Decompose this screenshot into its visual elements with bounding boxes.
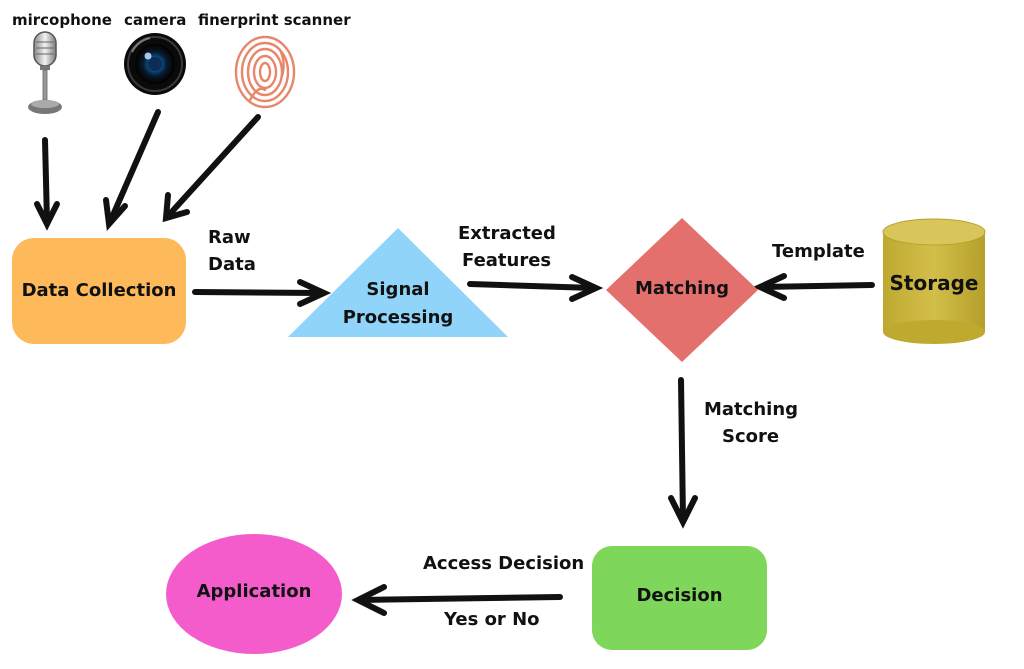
arrow-raw-head [297,279,332,307]
matching-score-label-line1: Matching [704,399,799,420]
arrow-decision-to-application [357,594,563,603]
yes-or-no-label: Yes or No [444,609,540,630]
arrow-mic-head [34,201,60,231]
extracted-features-label-line1: Extracted [458,223,556,244]
camera-label: camera [124,11,187,29]
fingerprint-label: finerprint scanner [198,11,351,29]
signal-processing-node [288,228,508,337]
arrow-features-head [569,274,604,302]
fingerprint-icon [234,35,296,109]
extracted-features-label-line2: Features [462,250,552,271]
application-label: Application [196,581,312,603]
signal-processing-label-line1: Signal [366,279,430,301]
arrow-matching-to-decision [678,377,686,523]
application-node [166,534,342,654]
arrow-storage-to-matching [759,282,875,290]
template-label: Template [772,241,865,262]
arrow-access-head [351,584,387,616]
matching-node [606,218,758,362]
matching-label: Matching [634,278,730,300]
arrow-fingerprint-head [162,192,190,223]
raw-data-label-line1: Raw [208,227,251,248]
storage-node [882,218,986,344]
arrow-score-head [668,495,698,529]
storage-label: Storage [889,271,979,295]
signal-processing-label-line2: Processing [342,307,454,329]
microphone-icon [28,31,62,114]
access-decision-label: Access Decision [423,553,585,574]
microphone-label: mircophone [12,11,112,29]
arrow-collection-to-processing [192,289,325,296]
arrow-mic-to-collection [42,137,50,225]
arrow-fingerprint-to-collection [165,114,261,219]
arrow-camera-head [103,197,128,231]
data-collection-node [12,238,186,344]
arrow-camera-to-collection [107,109,161,225]
data-collection-label: Data Collection [21,280,177,302]
matching-score-label-line2: Score [722,426,780,447]
raw-data-label-line2: Data [208,254,256,275]
arrow-template-head [752,273,787,301]
decision-node [592,546,767,650]
arrow-processing-to-matching [467,281,597,291]
decision-label: Decision [636,585,723,607]
camera-icon [124,33,186,95]
